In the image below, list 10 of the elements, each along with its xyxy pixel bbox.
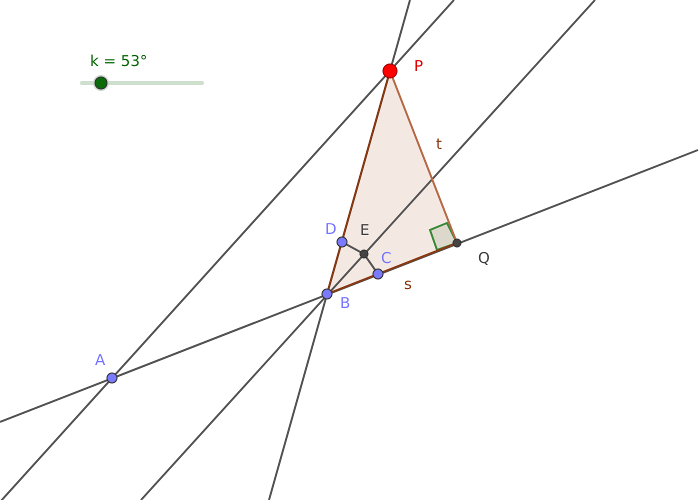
point-label: Q — [478, 249, 490, 267]
slider-value-label: k = 53° — [90, 52, 148, 70]
segment-label: t — [436, 135, 442, 153]
point-label: D — [325, 220, 337, 238]
segment-label: s — [404, 275, 412, 293]
point-label: B — [340, 294, 350, 312]
point-label: P — [414, 57, 424, 75]
point-label: A — [95, 351, 106, 369]
point-label: E — [360, 221, 370, 239]
point-label: C — [381, 249, 392, 267]
